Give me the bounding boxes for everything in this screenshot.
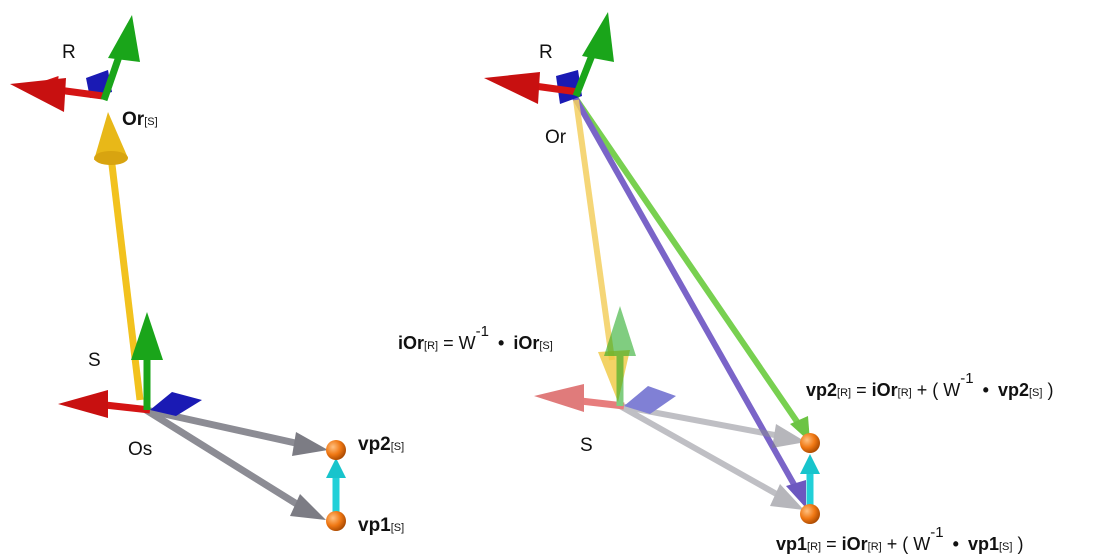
- right-s-point-vector-vp2-cone-icon: [772, 424, 806, 448]
- right-r-x-cone-icon: [484, 72, 540, 104]
- left-r-x-cone-icon: [10, 78, 66, 112]
- left-s-x-cone-icon: [58, 390, 108, 418]
- left-origin-s-label: Os: [128, 439, 153, 460]
- left-origin-vector: [106, 147, 144, 401]
- left-s-point-vector-vp2-cone-icon: [292, 432, 328, 456]
- right-diff-vector-cone-icon: [800, 454, 820, 474]
- left-figure: [10, 15, 346, 531]
- left-frame-s-axes: [58, 312, 328, 520]
- right-s-z-axis-icon: [624, 386, 676, 414]
- right-frame-r-label: R: [539, 42, 553, 63]
- left-origin-vector-cone-icon: [94, 112, 128, 160]
- left-s-z-axis-icon: [150, 392, 202, 416]
- right-r-y-cone-icon: [582, 12, 614, 62]
- right-figure: [484, 12, 820, 524]
- left-frame-r-axes: [10, 15, 140, 112]
- right-frame-s-axes: [534, 306, 806, 510]
- left-vp1-label: vp1[S]: [358, 515, 405, 536]
- right-frame-s-label: S: [580, 435, 593, 456]
- right-origin-vector-cone-icon: [598, 350, 630, 402]
- right-s-x-cone-icon: [534, 384, 584, 412]
- right-origin-vector: [573, 99, 615, 361]
- right-vp2-transform-vector: [571, 94, 803, 428]
- equation-ior: iOr[R] = W-1 • iOr[S]: [398, 323, 553, 353]
- equation-vp1: vp1[R] = iOr[R] + ( W-1 • vp1[S] ): [776, 524, 1024, 554]
- left-s-point-vector-vp1-cone-icon: [290, 494, 326, 520]
- left-origin-r-label: Or[S]: [122, 109, 158, 130]
- right-origin-r-label: Or: [545, 127, 567, 148]
- left-vp2-label: vp2[S]: [358, 434, 405, 455]
- dot-operator-icon: •: [952, 534, 959, 554]
- right-vp1-transform-cone-icon: [786, 480, 806, 508]
- right-s-y-cone-icon: [604, 306, 636, 356]
- right-vp1-transform-vector: [571, 94, 799, 490]
- left-s-point-vector-vp2: [145, 406, 301, 448]
- left-r-y-cone-icon: [108, 15, 140, 62]
- left-point-vp2: [326, 440, 346, 460]
- dot-operator-icon: •: [982, 380, 989, 400]
- left-s-y-cone-icon: [131, 312, 163, 360]
- dot-operator-icon: •: [497, 333, 505, 353]
- right-s-point-vector-vp1: [618, 403, 782, 499]
- right-s-point-vector-vp1-cone-icon: [770, 484, 804, 510]
- right-point-vp2: [800, 433, 820, 453]
- right-frame-r-axes: [484, 12, 614, 104]
- left-frame-s-label: S: [88, 350, 101, 371]
- left-point-vp1: [326, 511, 346, 531]
- left-diff-vector-cone-icon: [326, 458, 346, 478]
- left-origin-vector-cone-base-icon: [94, 151, 128, 165]
- left-frame-r-label: R: [62, 42, 76, 63]
- right-point-vp1: [800, 504, 820, 524]
- left-s-point-vector-vp1: [144, 407, 302, 509]
- equation-vp2: vp2[R] = iOr[R] + ( W-1 • vp2[S] ): [806, 370, 1054, 400]
